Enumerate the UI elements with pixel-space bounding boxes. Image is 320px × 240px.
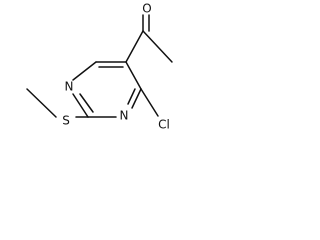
bond-ring-c4-n3-inner xyxy=(127,88,136,105)
bond-carbonyl-methyl xyxy=(142,30,173,63)
atom-label-o: O xyxy=(142,2,151,16)
bond-ring-n1-c6 xyxy=(72,61,97,81)
atom-label-n-bottom: N xyxy=(120,109,129,123)
bond-s-methyl xyxy=(26,88,57,118)
bond-ring-c5-c4 xyxy=(125,61,142,90)
bond-c5-carbonyl xyxy=(125,30,144,63)
molecule-canvas: O N N S Cl xyxy=(0,0,216,138)
bond-ring-c2-n1-inner xyxy=(79,93,94,113)
atom-label-n-top: N xyxy=(65,80,74,94)
atom-label-cl: Cl xyxy=(158,118,170,132)
bond-ring-c2-n1 xyxy=(72,93,89,118)
atom-label-s: S xyxy=(62,114,70,128)
molecule-structure: O N N S Cl xyxy=(26,2,173,132)
bond-c4-cl xyxy=(140,88,159,117)
bond-ring-c4-n3 xyxy=(131,88,142,109)
